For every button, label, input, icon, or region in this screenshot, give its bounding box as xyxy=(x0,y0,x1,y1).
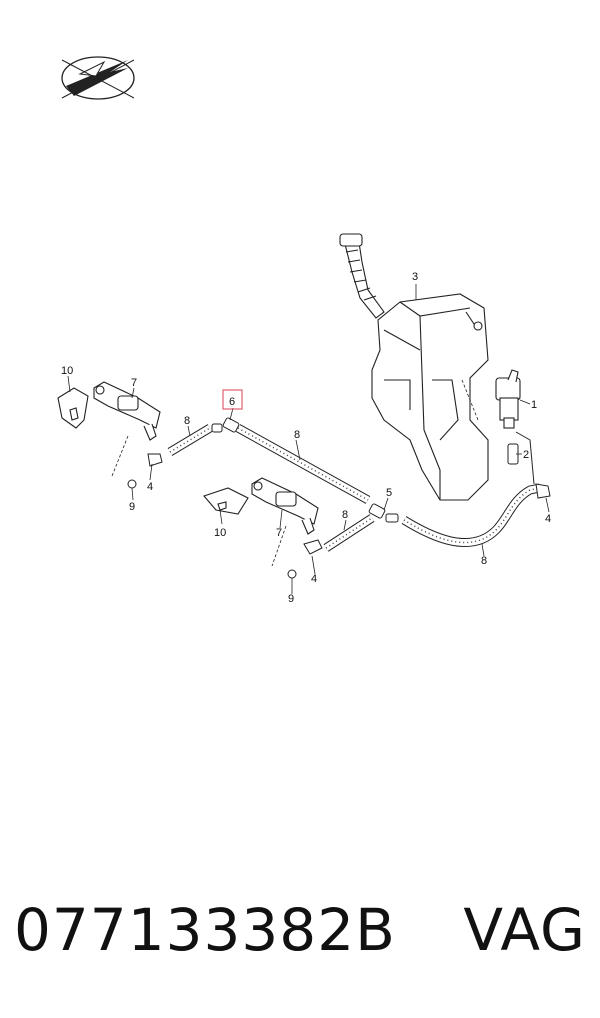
callout-4-right: 4 xyxy=(545,513,551,525)
callout-2: 2 xyxy=(523,449,529,461)
washer-nozzle-right xyxy=(251,477,319,535)
hose-lines xyxy=(167,424,541,552)
callout-labels: 1 2 3 4 4 4 5 6 7 7 8 8 8 8 9 9 10 10 xyxy=(61,271,551,605)
callout-6: 6 xyxy=(229,396,235,408)
brand-logo-icon xyxy=(61,56,135,100)
callout-8-top: 8 xyxy=(294,429,300,441)
washer-nozzle-left xyxy=(93,381,161,441)
screws xyxy=(127,479,297,579)
part-number: 077133382B xyxy=(14,896,396,964)
callout-9-right: 9 xyxy=(288,593,294,605)
callout-4-middle: 4 xyxy=(311,573,317,585)
callout-8-bottom: 8 xyxy=(481,555,487,567)
leader-lines xyxy=(67,284,550,594)
callout-3: 3 xyxy=(412,271,418,283)
callout-10-right: 10 xyxy=(214,527,226,539)
callout-5: 5 xyxy=(386,487,392,499)
nozzle-cover xyxy=(57,387,249,515)
washer-pump xyxy=(495,369,521,429)
callout-1: 1 xyxy=(531,399,537,411)
highlight-box xyxy=(222,389,243,410)
callout-8-left: 8 xyxy=(184,415,190,427)
callout-10-left: 10 xyxy=(61,365,73,377)
callout-7-left: 7 xyxy=(131,377,137,389)
hose-connectors xyxy=(147,417,551,555)
callout-8-middle: 8 xyxy=(342,509,348,521)
callout-4-left: 4 xyxy=(147,481,153,493)
brand-name: VAG xyxy=(463,896,586,964)
callout-7-right: 7 xyxy=(276,527,282,539)
washer-reservoir xyxy=(339,233,489,501)
callout-9-left: 9 xyxy=(129,501,135,513)
